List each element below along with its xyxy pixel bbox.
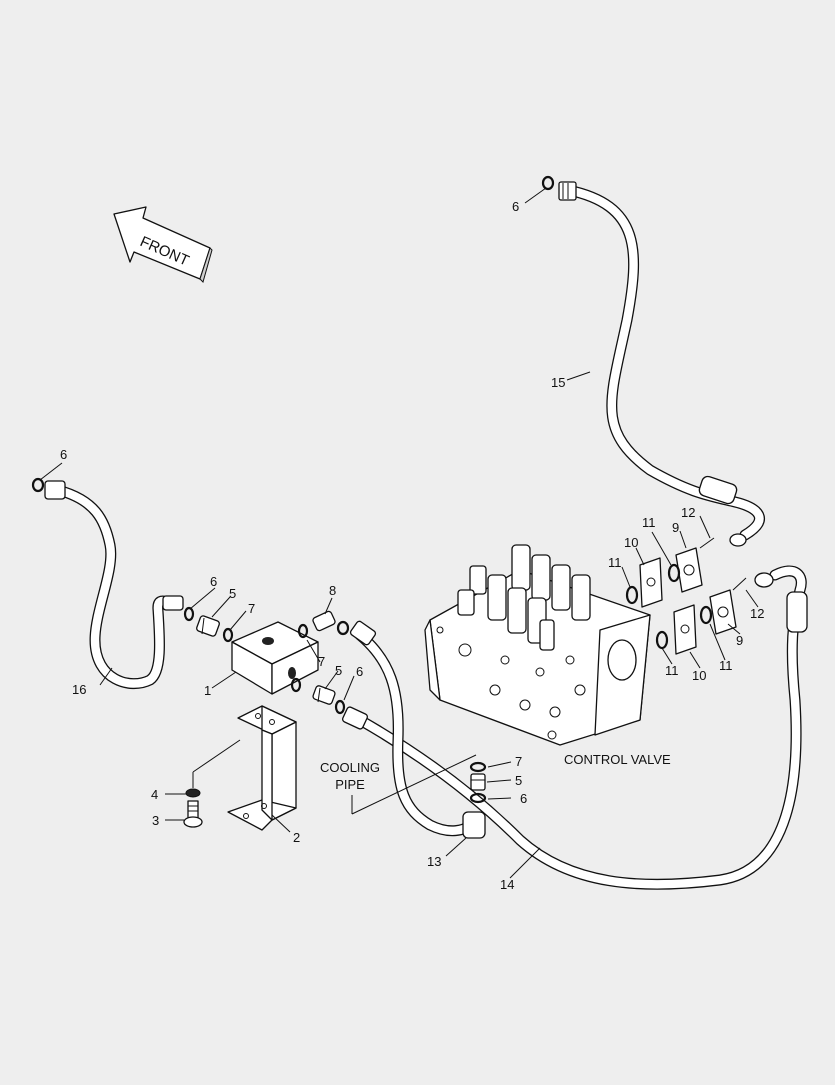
callout-12: 12 [681, 505, 695, 520]
adapter-fittings-cooling [469, 761, 487, 804]
callout-11: 11 [608, 555, 622, 570]
callout-5: 5 [515, 773, 522, 788]
cooling-pipe-label-line2: PIPE [335, 777, 365, 792]
callout-2: 2 [293, 830, 300, 845]
callout-numbers: 6 15 6 6 5 7 8 1 16 7 5 6 4 3 2 7 5 6 13… [60, 199, 764, 892]
hose-15 [541, 175, 765, 547]
hose-13 [336, 620, 486, 839]
callout-6: 6 [512, 199, 519, 214]
callout-13: 13 [427, 854, 441, 869]
adapter-fittings-left [183, 606, 346, 715]
callout-16: 16 [72, 682, 86, 697]
callout-11: 11 [665, 663, 679, 678]
callout-leader-lines [39, 187, 759, 879]
section-labels: CONTROL VALVE COOLING PIPE [320, 752, 671, 792]
callout-8: 8 [329, 583, 336, 598]
hose-14 [341, 565, 808, 890]
mounting-bracket-2 [227, 705, 297, 831]
callout-12: 12 [750, 606, 764, 621]
callout-11: 11 [642, 515, 656, 530]
flange-seals-right [625, 537, 747, 655]
callout-14: 14 [500, 877, 514, 892]
callout-5: 5 [229, 586, 236, 601]
callout-9: 9 [672, 520, 679, 535]
callout-10: 10 [624, 535, 638, 550]
callout-3: 3 [152, 813, 159, 828]
bolt-3 [183, 800, 203, 828]
callout-4: 4 [151, 787, 158, 802]
callout-5: 5 [335, 663, 342, 678]
callout-15: 15 [551, 375, 565, 390]
hose-16 [31, 477, 184, 690]
callout-6: 6 [210, 574, 217, 589]
callout-7: 7 [248, 601, 255, 616]
callout-10: 10 [692, 668, 706, 683]
junction-block-1 [231, 621, 319, 695]
callout-11: 11 [719, 658, 733, 673]
callout-6: 6 [60, 447, 67, 462]
control-valve-body [424, 544, 651, 746]
callout-1: 1 [204, 683, 211, 698]
front-direction-arrow: FRONT [113, 206, 213, 283]
callout-6: 6 [356, 664, 363, 679]
callout-7: 7 [515, 754, 522, 769]
cooling-pipe-label-line1: COOLING [320, 760, 380, 775]
callout-9: 9 [736, 633, 743, 648]
callout-6: 6 [520, 791, 527, 806]
washer-4 [185, 788, 201, 798]
callout-7: 7 [318, 654, 325, 669]
control-valve-label: CONTROL VALVE [564, 752, 671, 767]
